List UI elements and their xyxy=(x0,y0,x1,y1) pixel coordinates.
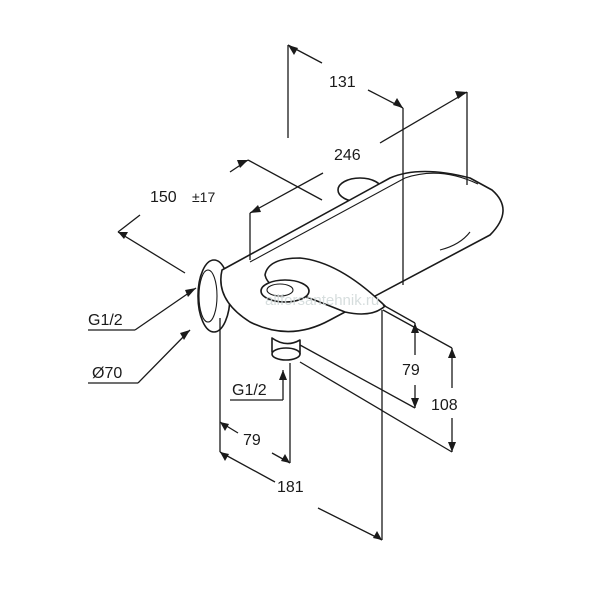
dim-label-79-depth: 79 xyxy=(243,432,261,449)
dim-label-131: 131 xyxy=(329,74,356,91)
dim-label-108: 108 xyxy=(431,397,458,414)
dim-label-tolerance: ±17 xyxy=(192,189,215,205)
dim-label-g12-outlet: G1/2 xyxy=(232,382,267,399)
watermark-text: allforsantehnik.ru xyxy=(265,292,379,309)
dim-label-79-height: 79 xyxy=(402,362,420,379)
arrowheads xyxy=(118,45,467,540)
faucet-body xyxy=(197,170,504,361)
dim-label-246: 246 xyxy=(334,147,361,164)
dim-label-150: 150 xyxy=(150,189,177,206)
dim-label-g12-inlet: G1/2 xyxy=(88,312,123,329)
dim-label-181: 181 xyxy=(277,479,304,496)
dimension-lines xyxy=(88,44,468,541)
dim-label-diameter-70: Ø70 xyxy=(92,365,122,382)
